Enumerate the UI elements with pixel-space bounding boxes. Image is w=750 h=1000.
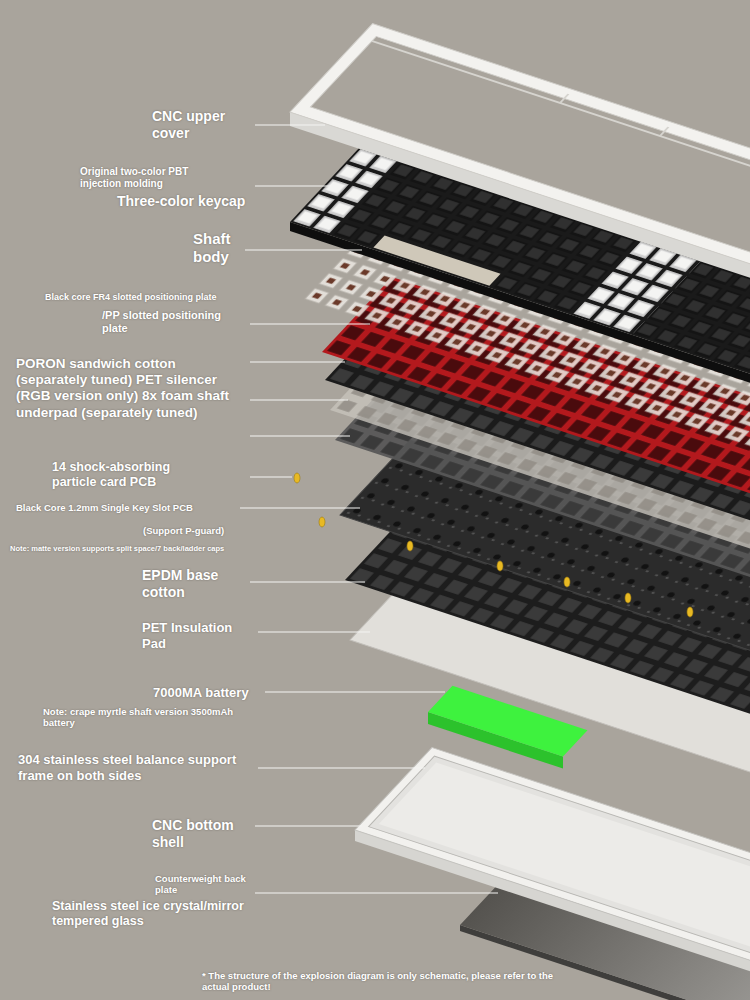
leader-line: [250, 324, 370, 325]
part-label: Black Core 1.2mm Single Key Slot PCB: [16, 502, 193, 513]
leader-line: [250, 582, 365, 583]
battery-top: [428, 686, 588, 757]
bottom-shell: [355, 748, 750, 1000]
part-label: CNC upper cover: [152, 108, 247, 142]
part-label: CNC bottom shell: [152, 817, 249, 851]
particle: [319, 517, 325, 527]
note-text: Note: crape myrtle shaft version 3500mAh…: [43, 706, 243, 729]
shell-base: [355, 748, 750, 1000]
leader-line: [255, 186, 335, 187]
leader-line: [255, 125, 325, 126]
leader-line: [258, 632, 370, 633]
leader-line: [258, 768, 425, 769]
part-label: 14 shock-absorbing particle card PCB: [52, 460, 202, 490]
upper-cover: [290, 24, 750, 325]
leader-line: [250, 436, 350, 437]
part-label: 304 stainless steel balance support fram…: [18, 752, 253, 783]
particle: [687, 607, 693, 617]
note-text: Note: matte version supports split space…: [10, 544, 224, 553]
part-label: (Support P-guard): [143, 525, 224, 536]
particle: [625, 593, 631, 603]
leader-line: [250, 400, 348, 401]
cover-frame: [290, 24, 750, 311]
leader-line: [255, 826, 362, 827]
part-label: Counterweight back plate: [155, 873, 250, 896]
leader-line: [245, 250, 362, 251]
steel-frame: [369, 756, 750, 1000]
white-keycaps: [290, 147, 400, 235]
part-label: PET Insulation Pad: [142, 620, 254, 651]
part-label: PORON sandwich cotton (separately tuned)…: [16, 356, 234, 421]
part-label: Three-color keycap: [117, 193, 245, 210]
particle: [294, 473, 300, 483]
part-label: 7000MA battery: [153, 685, 249, 701]
part-label: Original two-color PBT injection molding: [80, 166, 230, 190]
part-label: Shaft body: [193, 230, 243, 266]
leader-line: [255, 893, 498, 894]
particle: [564, 577, 570, 587]
leader-line: [250, 362, 345, 363]
leader-lines: [240, 125, 498, 893]
particle: [407, 541, 413, 551]
part-label: Stainless steel ice crystal/mirror tempe…: [52, 899, 287, 929]
part-label: Black core FR4 slotted positioning plate: [45, 292, 217, 303]
battery: [428, 686, 588, 769]
leader-line: [240, 508, 360, 509]
cover-ribs: [372, 32, 750, 231]
leader-line: [250, 477, 292, 478]
shell-floor: [379, 763, 750, 1000]
leader-line: [265, 692, 445, 693]
particle: [497, 561, 503, 571]
part-label: /PP slotted positioning plate: [102, 309, 247, 335]
spacebar: [373, 236, 500, 286]
note-text: * The structure of the explosion diagram…: [202, 970, 562, 993]
part-label: EPDM base cotton: [142, 567, 227, 601]
